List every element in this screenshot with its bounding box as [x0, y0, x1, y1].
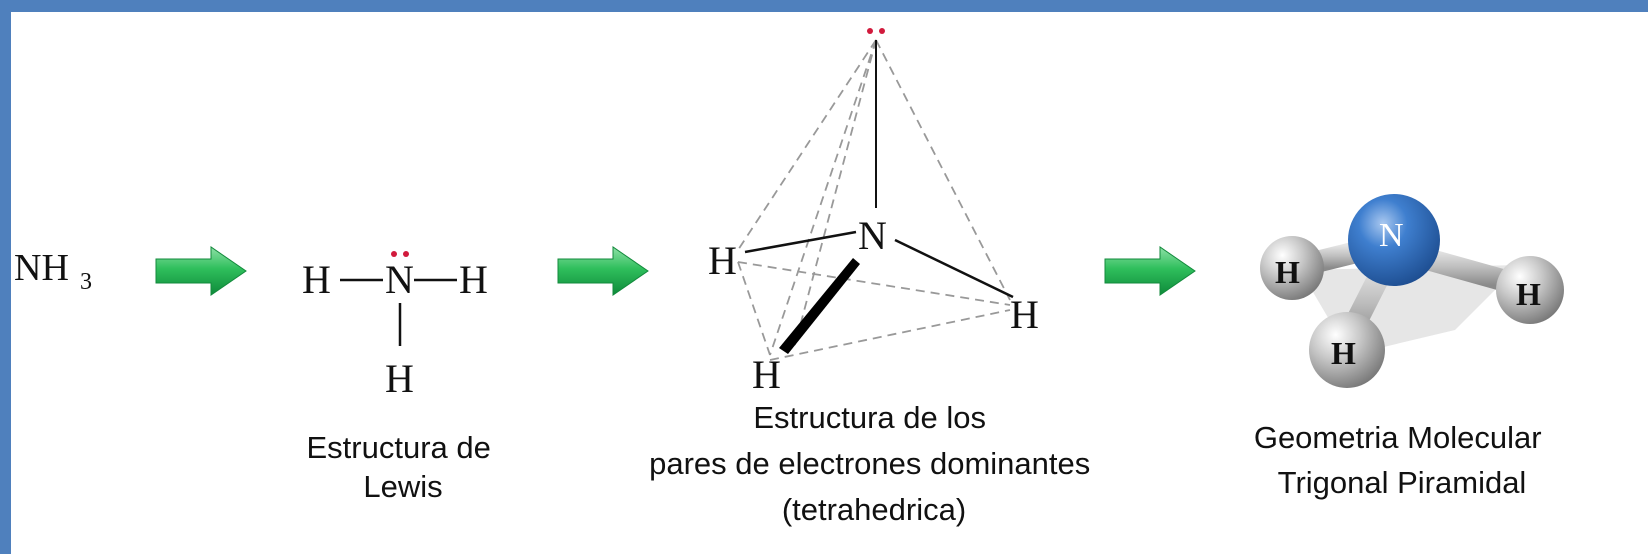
lone-pair-icon — [867, 28, 885, 34]
bond-n-h-left — [744, 230, 857, 254]
tetra-caption-line-1: Estructura de los — [753, 400, 986, 435]
model-caption: Geometria Molecular Trigonal Piramidal — [1254, 420, 1550, 500]
lewis-h-right: H — [459, 257, 488, 302]
model-n-atom — [1348, 194, 1440, 286]
tetrahedron-edges — [737, 39, 1011, 361]
ball-and-stick-model: N H H H Geometria Molecular Trigonal Pir… — [1254, 194, 1564, 500]
tetra-n: N — [858, 213, 887, 258]
tetra-h-right: H — [1010, 292, 1039, 337]
formula-nh3: NH 3 — [14, 247, 92, 295]
model-n-label: N — [1379, 217, 1404, 254]
model-h-left-label: H — [1275, 254, 1300, 290]
model-h-right-label: H — [1516, 276, 1541, 312]
lone-pair-icon — [391, 251, 409, 257]
model-h-bottom-atom — [1309, 312, 1385, 388]
lewis-caption-line-1: Estructura de — [307, 430, 491, 465]
lewis-n: N — [385, 257, 414, 302]
lewis-caption: Estructura de Lewis — [307, 430, 500, 504]
model-h-left-atom — [1260, 236, 1324, 300]
formula-main: NH — [14, 247, 69, 289]
lewis-h-left: H — [302, 257, 331, 302]
wedge-bond — [779, 258, 860, 354]
lewis-h-bottom: H — [385, 356, 414, 401]
model-caption-line-2: Trigonal Piramidal — [1278, 465, 1527, 500]
right-arrow-icon — [557, 246, 649, 296]
bond-n-h-right — [894, 238, 1014, 299]
right-arrow-icon — [1104, 246, 1196, 296]
tetrahedral-structure: N H H H Estructura de los pares de elect… — [649, 28, 1099, 527]
tetra-caption-line-2: pares de electrones dominantes — [649, 446, 1090, 481]
model-h-right-atom — [1496, 256, 1564, 324]
formula-subscript: 3 — [80, 269, 92, 295]
tetra-caption-line-3: (tetrahedrica) — [782, 492, 966, 527]
right-arrow-icon — [155, 246, 247, 296]
lewis-caption-line-2: Lewis — [363, 469, 442, 504]
tetra-caption: Estructura de los pares de electrones do… — [649, 400, 1099, 527]
tetra-h-left: H — [708, 238, 737, 283]
tetra-h-bottom: H — [752, 352, 781, 397]
model-h-bottom-label: H — [1331, 335, 1356, 371]
model-caption-line-1: Geometria Molecular — [1254, 420, 1542, 455]
lewis-structure: H N H H Estructura de Lewis — [302, 251, 500, 504]
